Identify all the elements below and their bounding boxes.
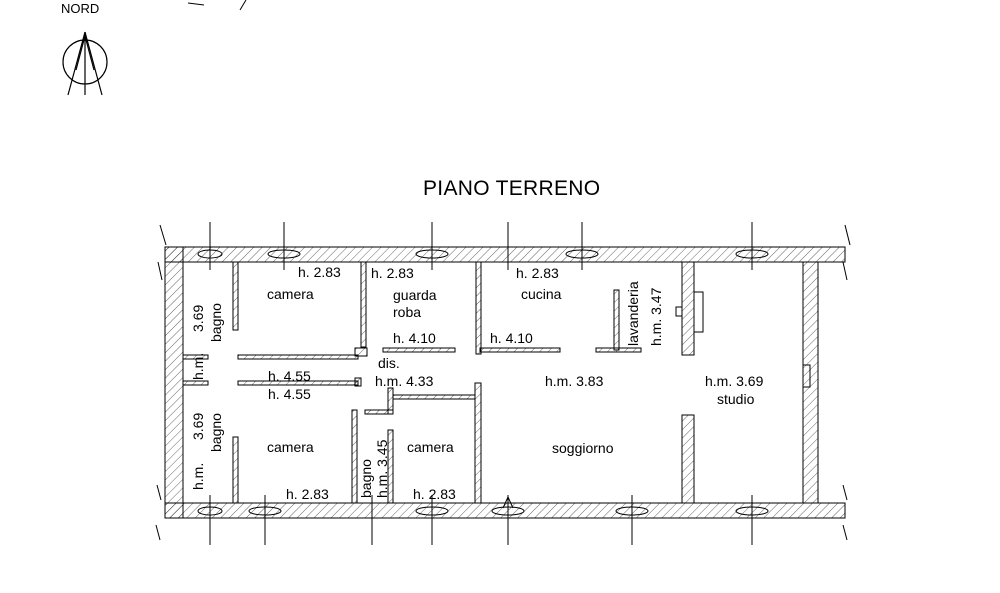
soggiorno-name: soggiorno (552, 440, 614, 456)
studio-name: studio (717, 391, 755, 407)
studio-height: h.m. 3.69 (705, 373, 764, 389)
bagno-top-height-prefix: h.m. (190, 352, 206, 380)
bagno-bottom-left-height-value: 3.69 (190, 412, 206, 440)
guardaroba-height-bottom: h. 4.10 (393, 330, 436, 346)
soggiorno-height: h.m. 3.83 (545, 373, 604, 389)
lavanderia-name: lavanderia (625, 281, 641, 346)
corridor-height-bottom: h. 4.55 (268, 386, 311, 402)
camera-bottom-mid-name: camera (407, 439, 454, 455)
bagno-bottom-left-name: bagno (208, 413, 224, 452)
bagno-bottom-mid-name: bagno (358, 459, 374, 498)
corridor-height-top: h. 4.55 (268, 368, 311, 384)
disimpegno-name: dis. (378, 355, 400, 371)
camera-bottom-mid-height: h. 2.83 (413, 486, 456, 502)
camera-bottom-left-height: h. 2.83 (286, 486, 329, 502)
camera-top-height: h. 2.83 (298, 264, 341, 280)
north-label: NORD (61, 1, 100, 16)
camera-bottom-left-name: camera (267, 439, 314, 455)
bagno-bottom-left-height-prefix: h.m. (190, 462, 206, 490)
guardaroba-name-line2: roba (393, 304, 422, 320)
bagno-bottom-mid-height: h.m. 3.45 (374, 439, 390, 498)
top-scribble (187, 0, 247, 11)
bagno-top-name: bagno (208, 303, 224, 342)
camera-top-name: camera (267, 286, 314, 302)
window-markers (155, 222, 851, 545)
bagno-top-height-value: 3.69 (190, 304, 206, 332)
disimpegno-height: h.m. 4.33 (375, 373, 434, 389)
inner-partitions (182, 261, 642, 504)
plan-title: PIANO TERRENO (423, 177, 601, 200)
cucina-height-top: h. 2.83 (516, 265, 559, 281)
lavanderia-height: h.m. 3.47 (648, 287, 664, 346)
guardaroba-height-top: h. 2.83 (371, 265, 414, 281)
cucina-name: cucina (521, 286, 562, 302)
north-arrow-icon (62, 31, 108, 96)
outer-walls (164, 246, 846, 519)
guardaroba-name-line1: guarda (393, 287, 437, 303)
cucina-height-bottom: h. 4.10 (490, 330, 533, 346)
